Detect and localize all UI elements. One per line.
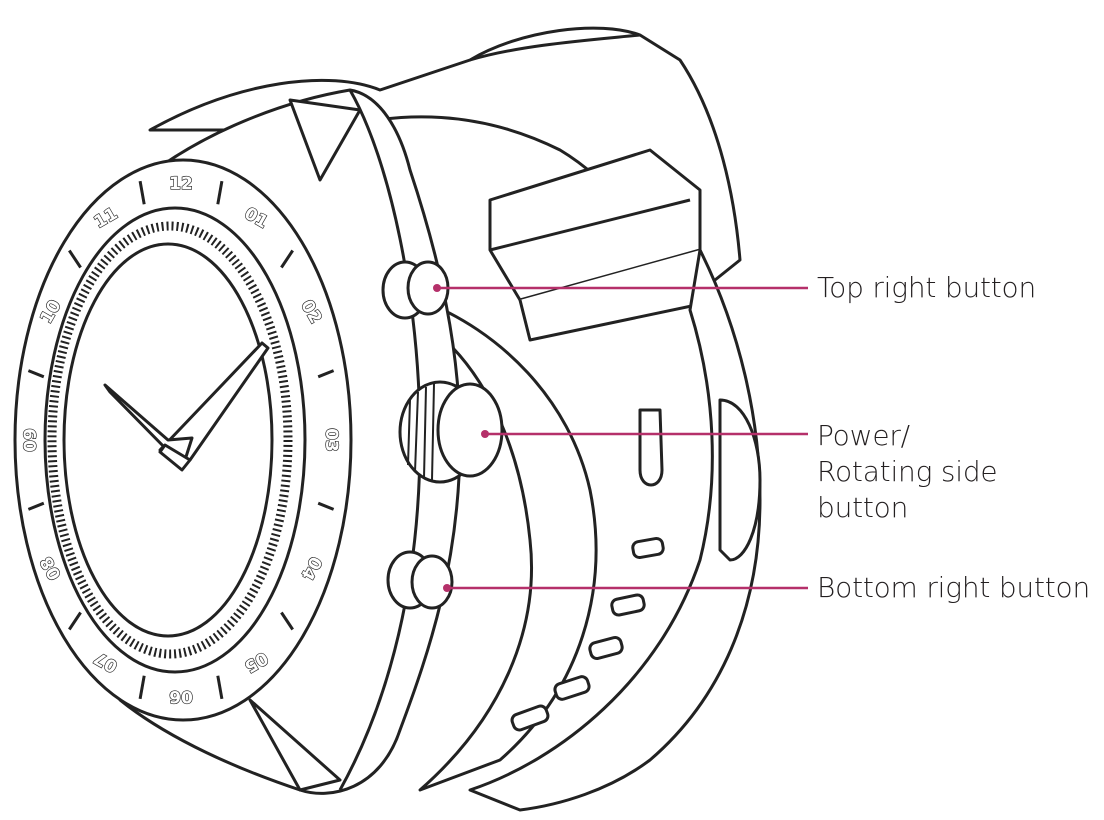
bezel-tick [280, 611, 294, 631]
power-rotating-side-button [398, 380, 504, 484]
leader-lines [437, 286, 808, 590]
callout-power-line-1: Power/ [817, 419, 910, 452]
bezel-tick [68, 249, 82, 269]
bezel-tick [68, 611, 82, 631]
callout-top-right-button: Top right button [817, 271, 1037, 304]
bezel-tick [280, 249, 294, 269]
bezel-tick [317, 369, 335, 379]
bezel-tick [27, 501, 45, 511]
callout-power-line-3: button [817, 491, 909, 524]
watch-strap [148, 26, 762, 812]
bezel-tick [317, 501, 335, 511]
bezel-number: 06 [169, 686, 193, 706]
bezel-tick [138, 675, 146, 700]
bezel-number: 03 [321, 428, 341, 452]
watch-hands [103, 341, 270, 472]
bottom-right-button [386, 550, 454, 610]
bezel-tick [138, 180, 146, 205]
callout-power-line-2: Rotating side [817, 455, 998, 488]
top-right-button [381, 260, 450, 320]
bezel-tick [216, 180, 224, 205]
callout-power-rotating-side-button: Power/ Rotating side button [817, 418, 998, 526]
bezel-tick [27, 369, 45, 379]
bezel-number: 12 [169, 174, 193, 194]
bezel-number: 09 [21, 428, 41, 452]
bezel-tick [216, 675, 224, 700]
callout-bottom-right-button: Bottom right button [817, 571, 1091, 604]
